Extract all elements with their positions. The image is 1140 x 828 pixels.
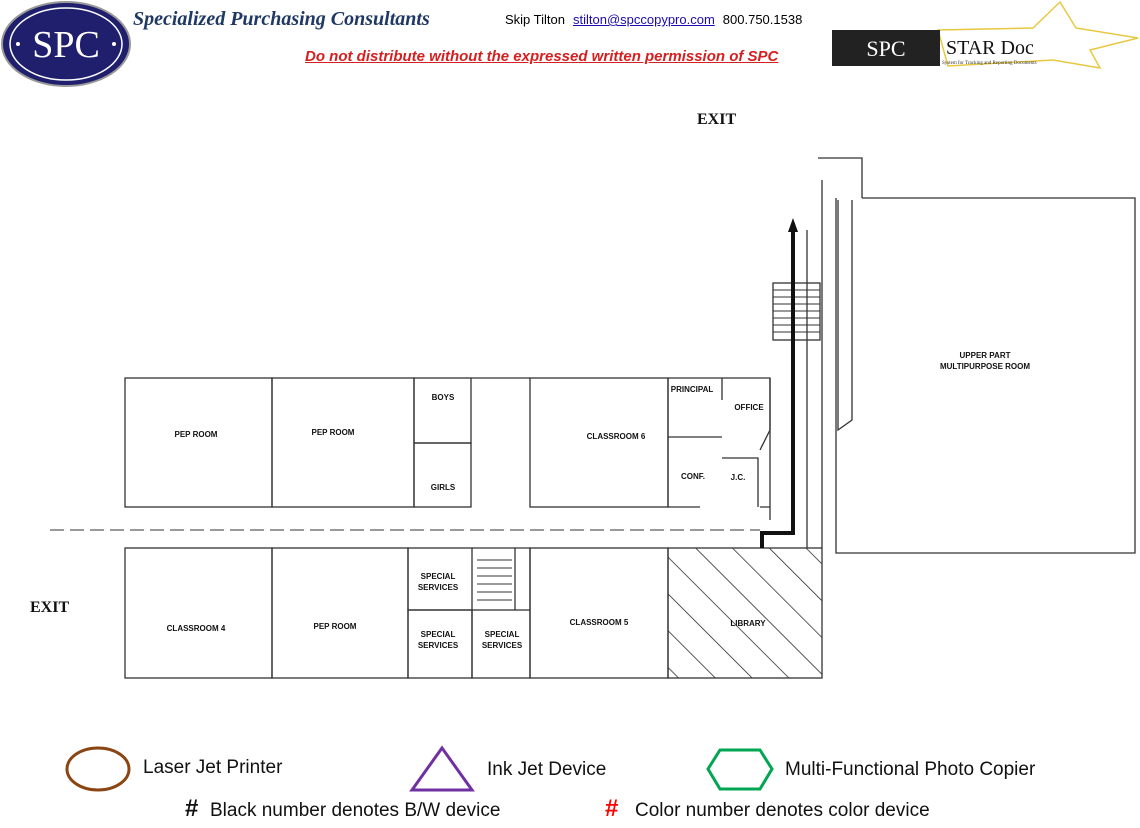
stairs-lower bbox=[472, 547, 531, 610]
label-library: LIBRARY bbox=[730, 619, 766, 628]
label-pep-3: PEP ROOM bbox=[314, 622, 357, 631]
label-mp-1: UPPER PART bbox=[960, 351, 1011, 360]
label-classroom-5: CLASSROOM 5 bbox=[570, 618, 629, 627]
label-office: OFFICE bbox=[734, 403, 764, 412]
label-mp-2: MULTIPURPOSE ROOM bbox=[940, 362, 1030, 371]
laser-printer-icon bbox=[65, 746, 131, 792]
inkjet-triangle-icon bbox=[409, 745, 475, 792]
svg-text:STAR Doc: STAR Doc bbox=[946, 37, 1034, 59]
contact-email-link[interactable]: stilton@spccopypro.com bbox=[572, 12, 715, 27]
legend-bw: Black number denotes B/W device bbox=[210, 800, 501, 821]
spc-logo: SPC bbox=[1, 1, 131, 87]
room-boys bbox=[413, 377, 472, 444]
legend-inkjet: Ink Jet Device bbox=[487, 759, 607, 780]
legend-shapes bbox=[65, 745, 774, 792]
contact-info: Skip Tilton stilton@spccopypro.com 800.750… bbox=[505, 12, 802, 27]
svg-text:SPC: SPC bbox=[866, 36, 905, 61]
room-classroom-6 bbox=[529, 377, 669, 508]
company-name: Specialized Purchasing Consultants bbox=[133, 8, 430, 30]
svg-text:System for Tracking and Report: System for Tracking and Reporting Docume… bbox=[942, 61, 1037, 66]
label-classroom-4: CLASSROOM 4 bbox=[167, 624, 226, 633]
exit-route-arrow bbox=[760, 228, 795, 548]
label-girls: GIRLS bbox=[431, 483, 456, 492]
label-ss-1b: SERVICES bbox=[418, 583, 459, 592]
room-girls bbox=[413, 442, 472, 508]
ramp bbox=[837, 200, 853, 432]
room-library bbox=[667, 547, 823, 679]
exit-label-top: EXIT bbox=[697, 111, 736, 128]
label-jc: J.C. bbox=[731, 473, 746, 482]
legend-laser: Laser Jet Printer bbox=[143, 757, 283, 778]
legend-mfp: Multi-Functional Photo Copier bbox=[785, 759, 1036, 780]
svg-text:SPC: SPC bbox=[32, 24, 100, 66]
label-ss-3a: SPECIAL bbox=[485, 630, 520, 639]
label-ss-2a: SPECIAL bbox=[421, 630, 456, 639]
label-ss-2b: SERVICES bbox=[418, 641, 459, 650]
label-conf: CONF. bbox=[681, 472, 705, 481]
room-classroom-5 bbox=[529, 547, 669, 679]
legend-hash-black: # bbox=[185, 795, 199, 822]
floor-plan: EXIT EXIT PEP ROOM PEP ROOM BOYS GIRLS C… bbox=[30, 111, 1136, 679]
copier-hexagon-icon bbox=[706, 748, 774, 791]
room-classroom-4 bbox=[124, 547, 273, 679]
legend-hash-red: # bbox=[605, 795, 619, 822]
label-boys: BOYS bbox=[432, 393, 455, 402]
contact-name: Skip Tilton bbox=[505, 12, 565, 27]
room-pep-3 bbox=[271, 547, 409, 679]
legend-color: Color number denotes color device bbox=[635, 800, 930, 821]
office-suite bbox=[667, 377, 771, 508]
label-classroom-6: CLASSROOM 6 bbox=[587, 432, 646, 441]
exit-label-left: EXIT bbox=[30, 599, 69, 616]
contact-phone: 800.750.1538 bbox=[722, 12, 803, 27]
label-pep-2: PEP ROOM bbox=[312, 428, 355, 437]
label-principal: PRINCIPAL bbox=[671, 385, 714, 394]
label-ss-1a: SPECIAL bbox=[421, 572, 456, 581]
distribution-warning: Do not distribute without the expressed … bbox=[305, 48, 779, 65]
star-doc-logo: SPC STAR Doc System for Tracking and Rep… bbox=[832, 0, 1139, 70]
label-pep-1: PEP ROOM bbox=[175, 430, 218, 439]
room-pep-1 bbox=[124, 377, 273, 508]
label-ss-3b: SERVICES bbox=[482, 641, 523, 650]
room-pep-2 bbox=[271, 377, 415, 508]
